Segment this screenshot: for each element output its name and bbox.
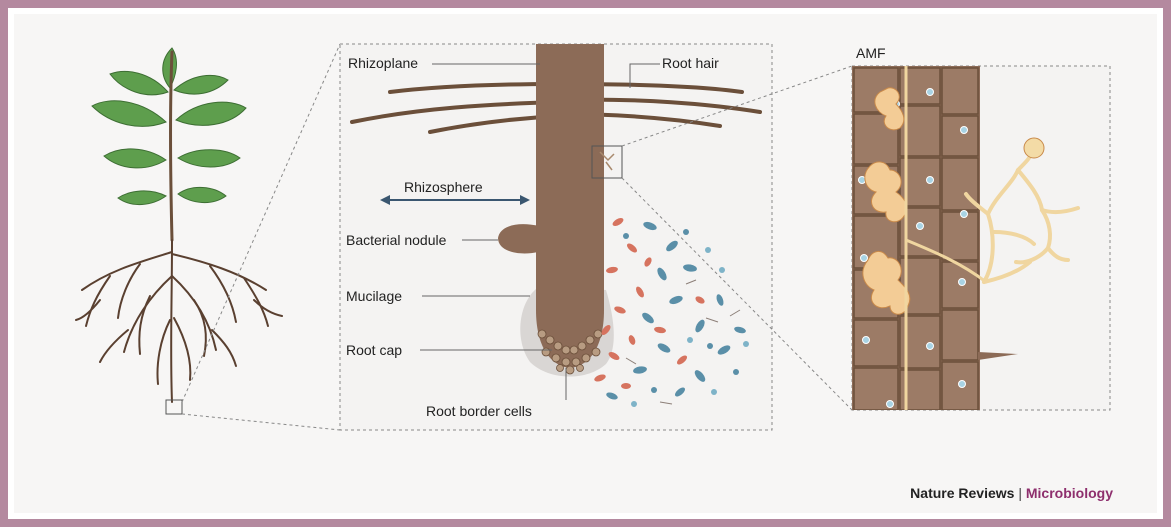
label-rhizosphere: Rhizosphere <box>404 179 483 195</box>
label-root-hair: Root hair <box>662 55 719 71</box>
label-amf: AMF <box>856 45 886 61</box>
credit-journal: Nature Reviews <box>910 485 1014 501</box>
plant-stem <box>171 52 173 240</box>
amf-spore <box>1024 138 1044 158</box>
label-root-cap: Root cap <box>346 342 402 358</box>
plant-illustration <box>76 48 282 414</box>
label-rhizoplane: Rhizoplane <box>348 55 418 71</box>
credit-separator: | <box>1018 485 1022 501</box>
root-tip-marker <box>166 400 182 414</box>
label-bacterial-nodule: Bacterial nodule <box>346 232 447 248</box>
zoom-connector-left <box>182 44 340 430</box>
plant-leaves <box>92 48 246 205</box>
rhizosphere-panel: Rhizoplane Root hair Rhizosphere Bacteri… <box>340 44 772 430</box>
label-mucilage: Mucilage <box>346 288 402 304</box>
credit-subject: Microbiology <box>1026 485 1113 501</box>
journal-credit: Nature Reviews | Microbiology <box>910 485 1113 501</box>
plant-roots <box>76 240 282 402</box>
label-root-border-cells: Root border cells <box>426 403 532 419</box>
main-root <box>536 44 604 368</box>
amf-panel: AMF <box>852 45 1110 410</box>
